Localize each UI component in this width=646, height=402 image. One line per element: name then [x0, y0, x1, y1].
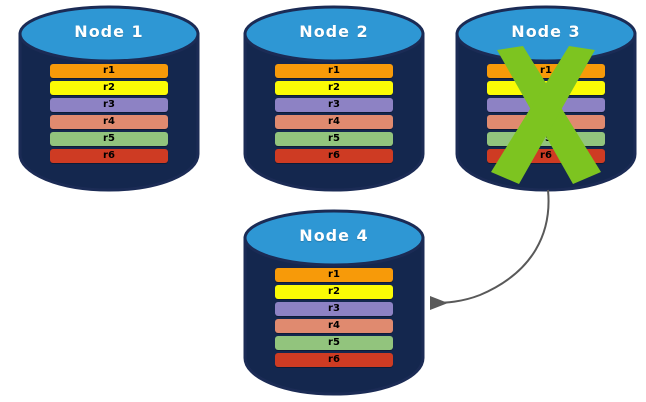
record-bar: r6 [50, 149, 168, 163]
record-bar: r2 [275, 285, 393, 299]
node-4-records: r1 r2 r3 r4 r5 r6 [243, 268, 425, 370]
record-bar: r3 [275, 302, 393, 316]
record-bar: r4 [275, 115, 393, 129]
record-bar: r4 [275, 319, 393, 333]
record-bar: r4 [487, 115, 605, 129]
record-bar: r6 [487, 149, 605, 163]
record-bar: r3 [50, 98, 168, 112]
node-2-records: r1 r2 r3 r4 r5 r6 [243, 64, 425, 166]
record-bar: r5 [50, 132, 168, 146]
record-bar: r1 [50, 64, 168, 78]
record-bar: r3 [275, 98, 393, 112]
record-bar: r2 [487, 81, 605, 95]
record-bar: r1 [275, 64, 393, 78]
record-bar: r3 [487, 98, 605, 112]
record-bar: r6 [275, 353, 393, 367]
record-bar: r2 [50, 81, 168, 95]
record-bar: r1 [487, 64, 605, 78]
node-3-records: r1 r2 r3 r4 r5 r6 [455, 64, 637, 166]
record-bar: r6 [275, 149, 393, 163]
record-bar: r1 [275, 268, 393, 282]
record-bar: r4 [50, 115, 168, 129]
record-bar: r5 [275, 336, 393, 350]
record-bar: r5 [275, 132, 393, 146]
record-bar: r2 [275, 81, 393, 95]
record-bar: r5 [487, 132, 605, 146]
node-1-records: r1 r2 r3 r4 r5 r6 [18, 64, 200, 166]
